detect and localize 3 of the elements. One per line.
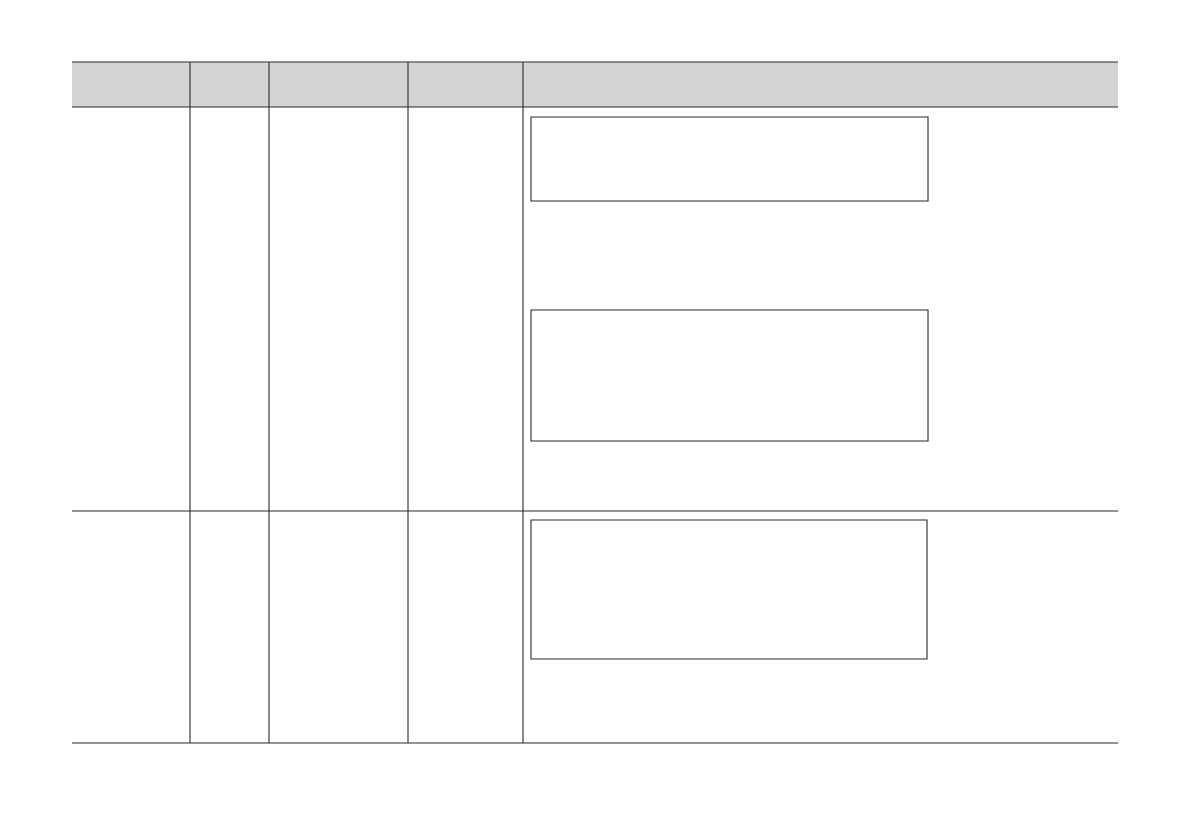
empty-box [530, 519, 928, 660]
empty-box [530, 116, 929, 202]
empty-box [530, 309, 929, 442]
